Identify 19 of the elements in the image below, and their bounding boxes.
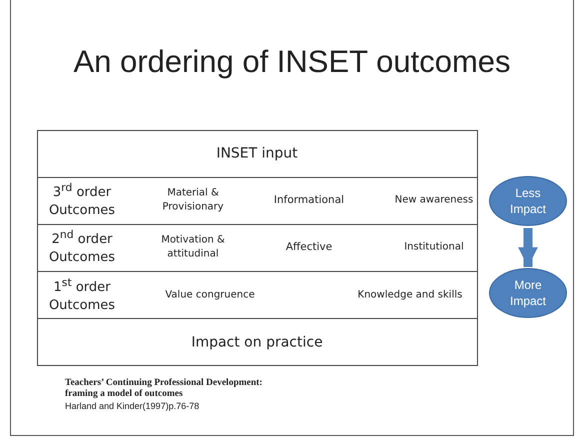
table-cell-text: Affective xyxy=(284,240,334,254)
slide-title: An ordering of INSET outcomes xyxy=(72,44,512,80)
table-cell-text: New awareness xyxy=(394,193,474,207)
row-label: 1$^{st}$ order Outcomes xyxy=(48,276,116,314)
row-heading: Impact on practice xyxy=(190,334,324,352)
row-label: 3$^{rd}$ order Outcomes xyxy=(48,180,116,220)
row-label: 2$^{nd}$ order Outcomes xyxy=(48,228,116,266)
table-cell-text: Knowledge and skills xyxy=(356,288,464,302)
table-cell-text: Motivation & attitudinal xyxy=(160,234,226,260)
arrow xyxy=(518,228,538,267)
table-cell-text: Material & Provisionary xyxy=(161,186,225,214)
table-cell-text: Institutional xyxy=(403,240,465,254)
caption: Teachers’ Continuing Professional Development: framing a model of outcomes xyxy=(65,378,264,401)
citation: Harland and Kinder(1997)p.76-78 xyxy=(65,400,200,412)
impact-ellipse: More Impact xyxy=(489,268,567,318)
table-cell-text: Informational xyxy=(272,192,346,208)
impact-ellipse: Less Impact xyxy=(489,176,567,226)
row-heading: INSET input xyxy=(215,144,299,164)
table-cell-text: Value congruence xyxy=(164,288,256,302)
